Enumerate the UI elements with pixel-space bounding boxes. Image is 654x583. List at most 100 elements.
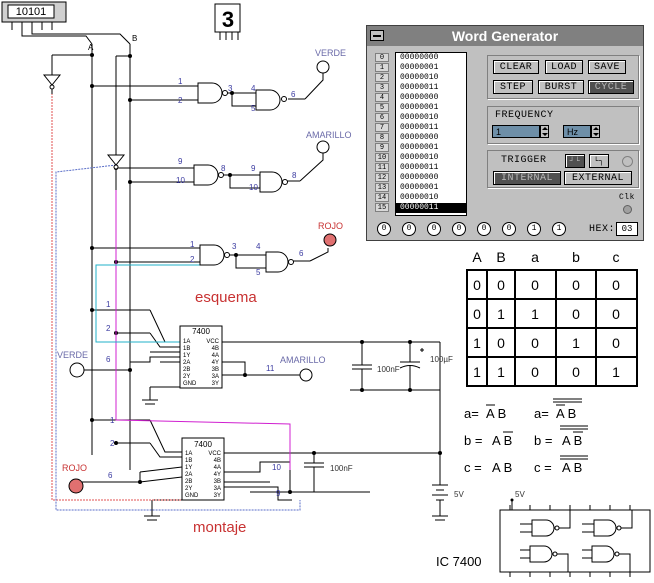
word-row[interactable]: 00000001 (400, 103, 439, 112)
clk-indicator (623, 205, 632, 214)
truth-table-header: A (472, 249, 482, 265)
trigger-radio[interactable] (622, 156, 633, 167)
frequency-label: FREQUENCY (495, 110, 554, 121)
truth-table-cell: 0 (572, 364, 580, 380)
pin-5-g3: 5 (256, 268, 261, 277)
word-index: 1 (375, 63, 389, 72)
bit-indicator: 0 (477, 222, 491, 236)
word-row[interactable]: 00000001 (400, 63, 439, 72)
binary-display-value: 10101 (16, 6, 47, 18)
word-row[interactable]: 00000010 (400, 193, 439, 202)
label-rojo-bottom: ROJO (62, 463, 87, 473)
label-5v-ic: 5V (515, 490, 525, 499)
trigger-falling-edge-button[interactable]: └┐ (589, 154, 609, 168)
chip-pin-label: 4B (214, 458, 221, 464)
truth-table-header: B (496, 249, 505, 265)
load-button[interactable]: LOAD (545, 60, 583, 74)
pin-4-g1: 4 (251, 84, 256, 93)
truth-table-cell: 1 (572, 335, 580, 351)
step-button[interactable]: STEP (493, 80, 533, 94)
word-row[interactable]: 00000000 (400, 133, 439, 142)
eq-b-left-rhs: A B (492, 433, 512, 448)
truth-table-cell: 0 (497, 277, 505, 293)
word-index: 12 (375, 173, 389, 182)
truth-table-cell: 1 (497, 364, 505, 380)
bit-indicator: 1 (527, 222, 541, 236)
led-verde-mid (69, 362, 85, 378)
truth-table-cell: 0 (531, 335, 539, 351)
eq-c-right-rhs: A B (562, 460, 582, 475)
binary-display: 10101 (1, 1, 67, 30)
word-index: 15 (375, 203, 389, 212)
truth-table-cell: 1 (473, 335, 481, 351)
internal-button[interactable]: INTERNAL (493, 171, 561, 185)
pin-11-chip1: 11 (266, 364, 275, 373)
chip-pin-label: GND (183, 381, 197, 387)
input-inverters (42, 74, 126, 170)
pin-8b-g2: 8 (292, 171, 297, 180)
word-row[interactable]: 00000000 (400, 93, 439, 102)
external-button[interactable]: EXTERNAL (564, 171, 632, 185)
label-verde-mid: VERDE (57, 350, 88, 360)
chip-pin-label: 1B (183, 346, 190, 352)
close-icon[interactable] (370, 30, 384, 41)
burst-button[interactable]: BURST (538, 80, 584, 94)
eq-a-right-rhs: A B (556, 406, 576, 421)
word-index: 10 (375, 153, 389, 162)
word-generator-title: Word Generator (367, 26, 643, 46)
led-verde-top (316, 60, 330, 74)
word-row[interactable]: 00000000 (400, 53, 439, 62)
word-index: 0 (375, 53, 389, 62)
truth-table-cell: 1 (531, 306, 539, 322)
clear-button[interactable]: CLEAR (493, 60, 539, 74)
label-esquema: esquema (195, 289, 257, 306)
word-row[interactable]: 00000010 (400, 113, 439, 122)
word-row[interactable]: 00000011 (400, 83, 439, 92)
chip-pin-label: 3A (214, 486, 221, 492)
truth-table-cell: 0 (572, 277, 580, 293)
pin-1-chip2: 1 (110, 416, 115, 425)
bit-indicator: 0 (402, 222, 416, 236)
word-row[interactable]: 00000011 (400, 123, 439, 132)
chip-pin-label: 2Y (185, 486, 192, 492)
leds (68, 60, 337, 494)
word-row[interactable]: 00000011 (400, 163, 439, 172)
pin-2-g3: 2 (190, 255, 195, 264)
chip-pin-label: 1Y (185, 465, 192, 471)
word-row[interactable]: 00000011 (396, 203, 466, 213)
chip-pin-label: 2A (183, 360, 190, 366)
pin-10-chip2: 10 (272, 463, 281, 472)
word-row[interactable]: 00000001 (400, 143, 439, 152)
trigger-rising-edge-button[interactable]: ┘└ (565, 154, 585, 168)
seven-segment-display: 3 (214, 3, 241, 40)
word-row[interactable]: 00000010 (400, 153, 439, 162)
pin-3-g3: 3 (232, 242, 237, 251)
eq-b-left: b = (464, 433, 482, 448)
save-button[interactable]: SAVE (588, 60, 626, 74)
frequency-stepper[interactable] (540, 125, 549, 138)
word-index: 14 (375, 193, 389, 202)
truth-table-header: b (572, 249, 580, 265)
cycle-button[interactable]: CYCLE (588, 80, 634, 94)
chip-pin-label: VCC (206, 339, 219, 345)
labels: A B VERDE AMARILLO ROJO esquema montaje … (57, 34, 525, 569)
led-rojo-top (323, 233, 337, 247)
frequency-input[interactable]: 1 (492, 125, 540, 138)
word-index: 5 (375, 103, 389, 112)
unit-stepper[interactable] (591, 125, 600, 138)
word-row[interactable]: 00000010 (400, 73, 439, 82)
word-row[interactable]: 00000000 (400, 173, 439, 182)
label-node-b: B (132, 34, 137, 43)
chip-pin-label: 3Y (212, 381, 219, 387)
seven-segment-digit: 3 (222, 7, 234, 32)
label-ic7400: IC 7400 (436, 554, 482, 569)
label-montaje: montaje (193, 519, 246, 536)
chip-pin-label: 2Y (183, 374, 190, 380)
word-row[interactable]: 00000001 (400, 183, 439, 192)
pin-2-chip1: 2 (106, 324, 111, 333)
frequency-unit-select[interactable]: Hz (563, 125, 591, 138)
hex-input[interactable]: 03 (616, 222, 638, 236)
label-amarillo-mid: AMARILLO (280, 355, 326, 365)
